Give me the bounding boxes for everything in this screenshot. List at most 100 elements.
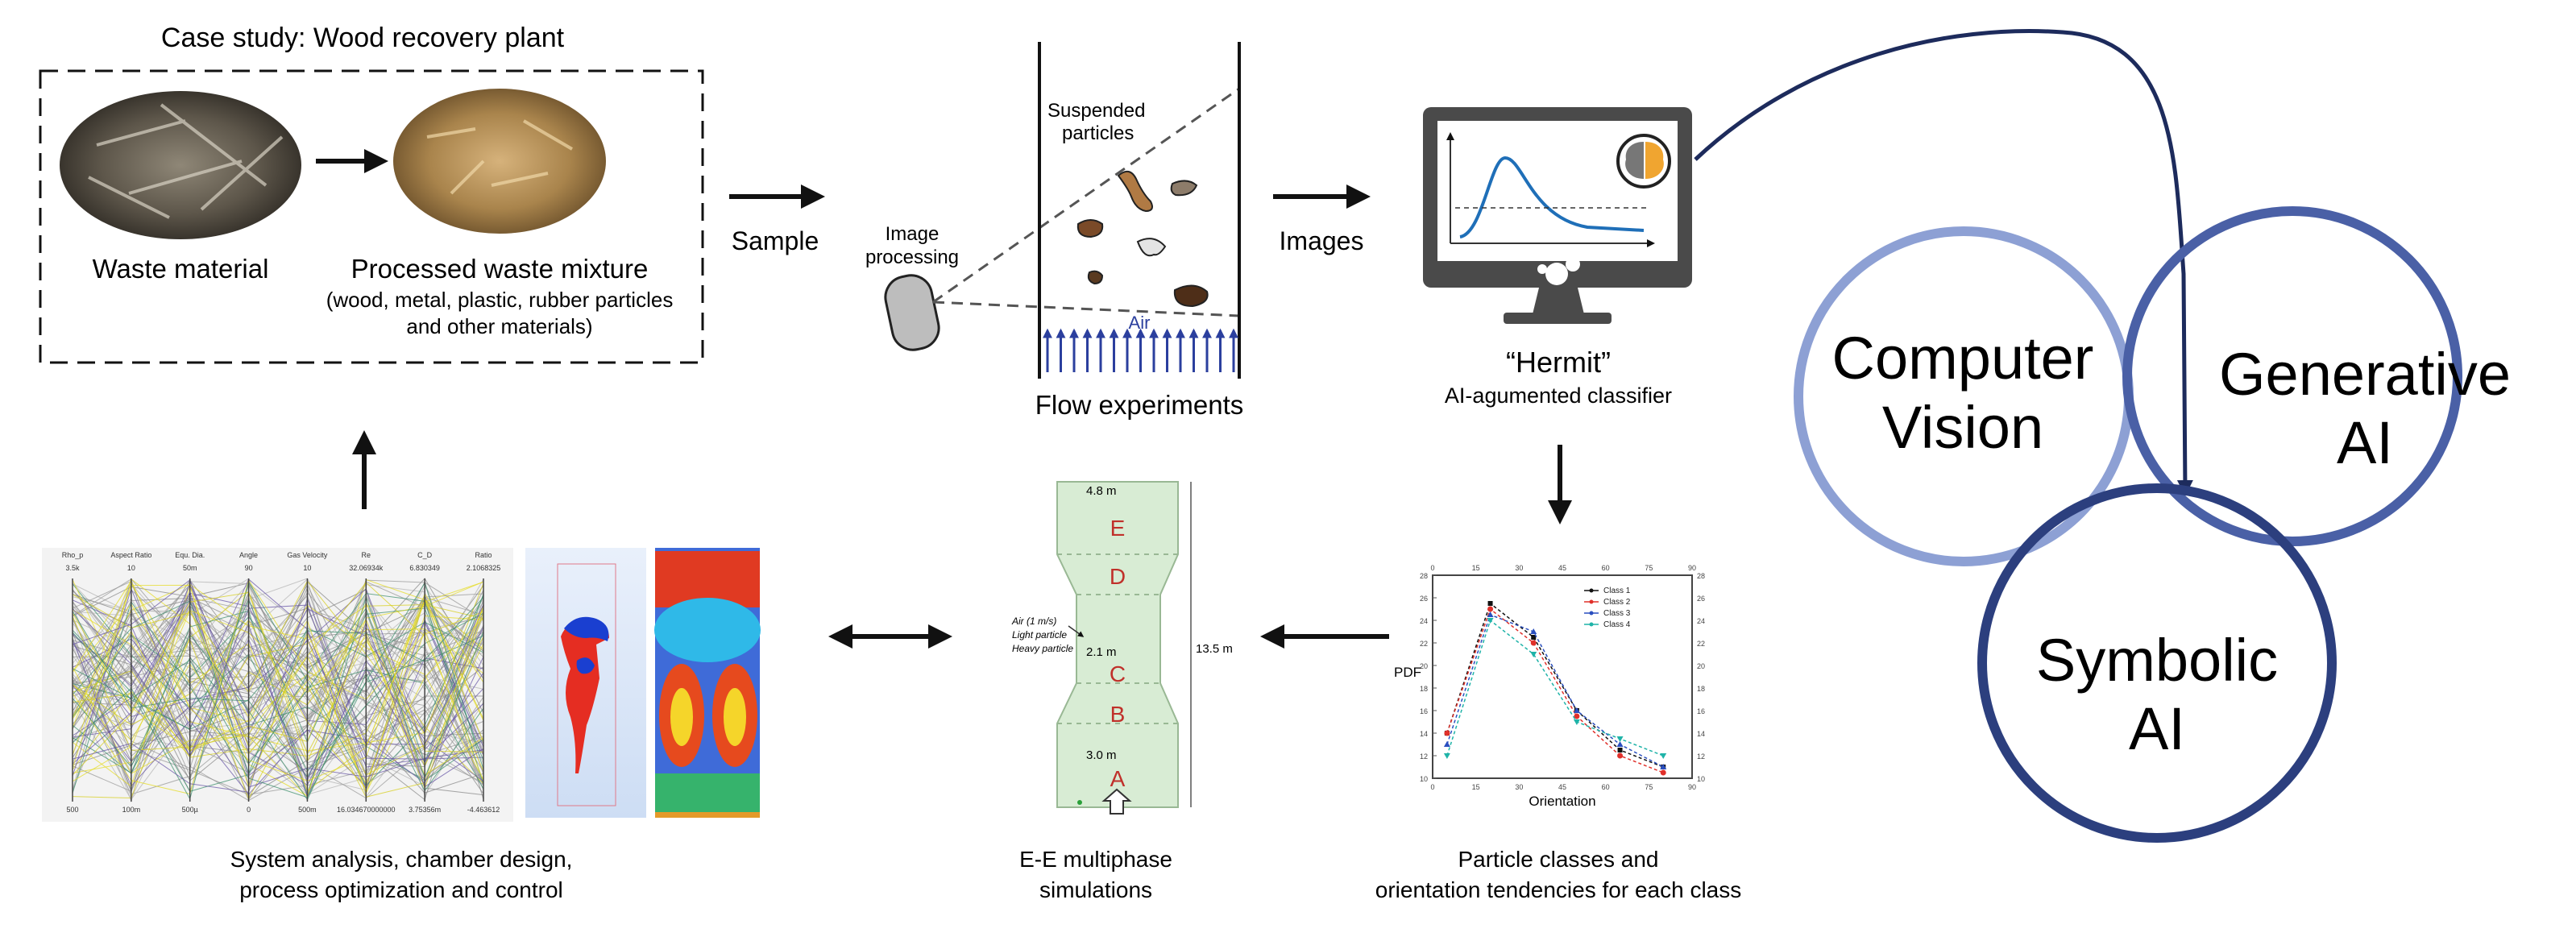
chart-point: [1573, 719, 1580, 725]
chart-xtick-label: 45: [1558, 564, 1566, 572]
inlet-pointer: [1068, 625, 1085, 637]
camera-view-lower: [932, 301, 1240, 317]
chart-xtick-label-bottom: 15: [1472, 783, 1480, 791]
cfd-cyan-band: [654, 598, 761, 662]
parcoords-bottom-value: 500m: [298, 806, 317, 814]
chart-point: [1574, 713, 1580, 719]
chamber-section-lines: [1057, 553, 1178, 724]
cfd-red-plume: [561, 619, 609, 773]
chart-legend-marker: [1589, 611, 1594, 616]
parcoords-line: [72, 597, 484, 794]
particles: [1076, 170, 1209, 308]
parcoords-line: [72, 595, 484, 787]
parcoords-axis-label: Aspect Ratio: [110, 551, 151, 559]
parcoords-line: [72, 582, 484, 798]
suspended-particles-label-1: Suspended: [1047, 100, 1145, 122]
waste-material-photo: [60, 91, 301, 239]
chart-ytick-label: 12: [1420, 752, 1428, 761]
parcoords-axis-label: Re: [362, 551, 371, 559]
chart-point: [1530, 640, 1537, 646]
venn-label-vision: Vision: [1882, 394, 2043, 461]
particle-dark: [1173, 284, 1209, 308]
particle-plastic: [1136, 238, 1167, 257]
parcoords-line: [72, 589, 484, 798]
cfd-blue-cap: [564, 616, 609, 641]
chart-ytick-label-right: 14: [1697, 730, 1705, 738]
particle-wood-long: [1117, 170, 1153, 213]
hermit-to-venn-arrow: [1694, 29, 2193, 496]
case-study-border: [39, 69, 704, 364]
chart-point: [1617, 752, 1624, 759]
chart-ytick-label-right: 22: [1697, 640, 1705, 648]
parcoords-line: [72, 604, 484, 750]
chart-point: [1617, 748, 1623, 752]
section-d: D: [1110, 564, 1126, 589]
parcoords-line: [72, 591, 484, 798]
cfd-bottom-strip: [655, 812, 760, 818]
chart-caption-2: orientation tendencies for each class: [1375, 877, 1742, 902]
flow-experiments-label: Flow experiments: [1035, 390, 1244, 420]
venn-label-symbolic: Symbolic: [2036, 627, 2278, 694]
parcoords-line: [72, 578, 484, 799]
monitor-stand: [1533, 288, 1584, 314]
parcoords-line: [72, 579, 484, 795]
chart-series: [1443, 601, 1667, 776]
chart-point: [1487, 618, 1494, 624]
inlet-note-3: Heavy particle: [1012, 643, 1073, 654]
parcoords-top-value: 10: [303, 564, 311, 572]
analysis-caption-1: System analysis, chamber design,: [230, 847, 573, 872]
chart-xtick-label: 30: [1515, 564, 1523, 572]
inlet-note-2: Light particle: [1012, 629, 1067, 640]
parcoords-line: [72, 596, 484, 778]
chart-xtick-label: 60: [1602, 564, 1610, 572]
brain-right-half: [1645, 142, 1664, 179]
hermit-name: “Hermit”: [1506, 346, 1611, 379]
parcoords-line: [72, 611, 484, 684]
cfd-left-core: [670, 688, 693, 746]
cfd-right-core: [724, 688, 746, 746]
height-total-label: 13.5 m: [1196, 642, 1233, 656]
chart-xtick-label-bottom: 90: [1688, 783, 1696, 791]
waste-debris: [88, 103, 284, 219]
cfd-blue-pocket: [576, 657, 595, 674]
parcoords-line: [72, 608, 484, 788]
chart-point: [1444, 730, 1450, 736]
chart-ytick-label: 18: [1420, 685, 1428, 693]
chart-xtick-label: 90: [1688, 564, 1696, 572]
parcoords-top-value: 3.5k: [65, 564, 80, 572]
chart-ytick-label-right: 28: [1697, 572, 1705, 580]
parcoords-axis-label: Rho_p: [62, 551, 84, 559]
chart-ytick-label: 10: [1420, 775, 1428, 783]
parcoords-line: [72, 598, 484, 757]
parcoords-top-value: 2.1068325: [467, 564, 501, 572]
chart-point: [1616, 741, 1624, 747]
chart-point: [1443, 753, 1450, 759]
chart-point: [1660, 769, 1666, 776]
cfd-volume-fraction: [525, 548, 646, 818]
analysis-caption-2: process optimization and control: [239, 877, 563, 902]
parcoords-line: [72, 588, 484, 751]
parcoords-top-value: 50m: [183, 564, 197, 572]
parcoords-line: [72, 583, 484, 772]
height-mid-label: 2.1 m: [1086, 645, 1117, 659]
camera-view-upper: [932, 87, 1240, 304]
chart-ytick-label-right: 20: [1697, 662, 1705, 670]
chart-ytick-label-right: 18: [1697, 685, 1705, 693]
chart-plot-area: [1432, 574, 1693, 779]
processed-mixture-label: Processed waste mixture: [351, 254, 649, 284]
hermit-subtitle: AI-agumented classifier: [1445, 383, 1672, 408]
case-study-panel: Case study: Wood recovery plant Waste ma…: [39, 23, 704, 364]
parcoords-line: [72, 580, 484, 735]
chart-legend-marker: [1589, 599, 1594, 604]
chart-ytick-label-right: 10: [1697, 775, 1705, 783]
chart-series-line: [1446, 619, 1664, 757]
parcoords-axis-label: Angle: [239, 551, 258, 559]
processed-mixture-note-2: and other materials): [406, 314, 592, 338]
venn-label-computer: Computer: [1832, 325, 2094, 392]
chart-ytick-label: 24: [1420, 617, 1428, 625]
suspended-particles-label-2: particles: [1062, 122, 1134, 144]
chart-legend-marker: [1589, 588, 1594, 593]
parcoords-bottom-value: 16.034670000000: [337, 806, 396, 814]
